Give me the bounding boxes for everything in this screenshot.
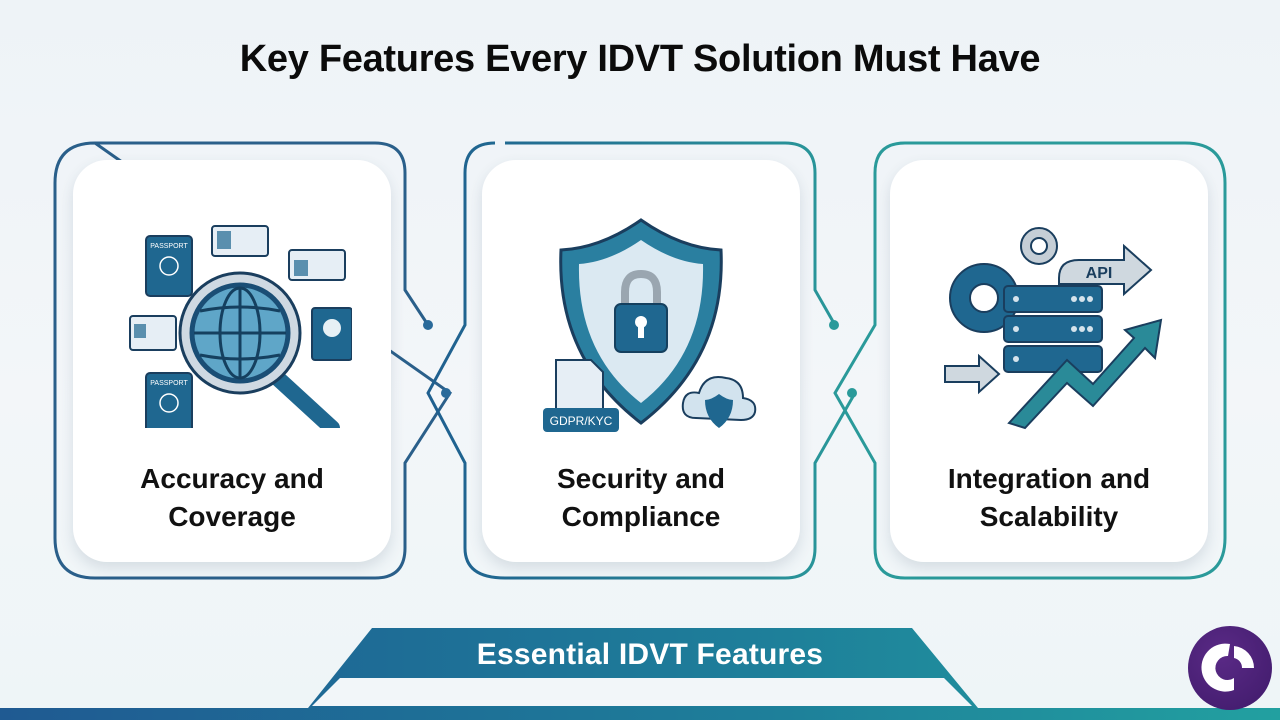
card-label-line2: Scalability — [979, 501, 1119, 532]
svg-text:GDPR/KYC: GDPR/KYC — [550, 414, 613, 428]
svg-text:API: API — [1086, 265, 1113, 282]
brand-logo-icon — [1188, 626, 1272, 710]
banner-label: Essential IDVT Features — [476, 638, 824, 671]
page-title: Key Features Every IDVT Solution Must Ha… — [239, 38, 1041, 80]
svg-text:PASSPORT: PASSPORT — [150, 243, 188, 250]
card-label-line1: Security and — [556, 463, 726, 494]
feature-card-integration: API Integration and Scalability — [890, 160, 1208, 562]
bottom-banner-shape — [0, 628, 1280, 720]
feature-card-security: GDPR/KYC Security and Compliance — [482, 160, 800, 562]
server-gears-api-growth-icon: API — [944, 227, 1163, 430]
card-label-line2: Compliance — [561, 501, 721, 532]
card-label-line1: Integration and — [947, 463, 1151, 494]
shield-lock-icon: GDPR/KYC — [543, 218, 757, 432]
magnifier-globe-documents-icon: PASSPORT PASSPORT — [129, 225, 352, 428]
card-label-line2: Coverage — [168, 501, 296, 532]
svg-text:PASSPORT: PASSPORT — [150, 380, 188, 387]
feature-card-accuracy: PASSPORT PASSPORT Accuracy and Coverage — [73, 160, 391, 562]
card-label-line1: Accuracy and — [140, 463, 324, 494]
